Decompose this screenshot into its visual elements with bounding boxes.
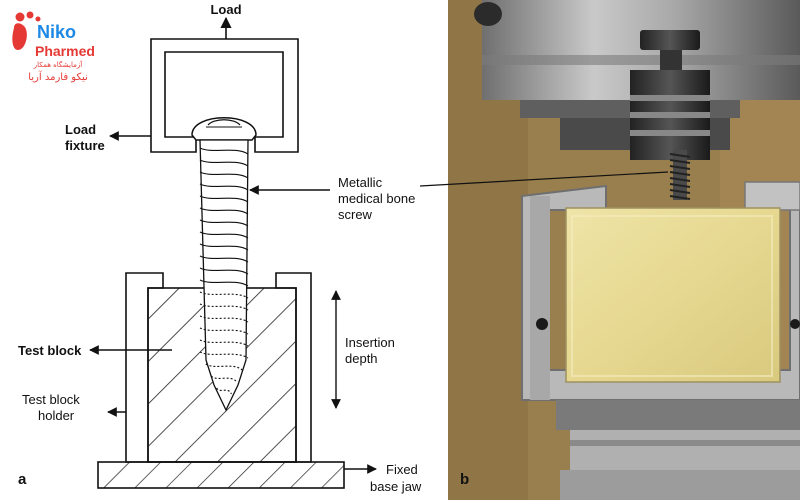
logo-drop-icon [12, 23, 27, 50]
photo-screw [669, 150, 691, 200]
label-load: Load [210, 2, 241, 17]
label-insertion-2: depth [345, 351, 378, 366]
logo-dot [35, 16, 41, 22]
panel-letter-b: b [460, 471, 469, 488]
logo-subtitle-main: نیکو فارمد آریا [28, 70, 88, 83]
photo-pointer-line [419, 171, 669, 187]
lower-base [556, 400, 800, 500]
company-logo: Niko Pharmed آزمایشگاه همکار نیکو فارمد … [12, 11, 95, 83]
label-base-2: base jaw [370, 479, 422, 494]
logo-brand-line2: Pharmed [35, 43, 95, 59]
label-load-fixture: Load [65, 122, 96, 137]
fixed-base-jaw [97, 461, 345, 489]
label-test-block: Test block [18, 343, 82, 358]
logo-dot [15, 12, 25, 22]
bone-block [565, 207, 781, 383]
label-holder-1: Test block [22, 392, 80, 407]
label-load-fixture-2: fixture [65, 138, 105, 153]
load-fixture [150, 38, 299, 153]
label-screw-1: Metallic [338, 175, 383, 190]
label-base-1: Fixed [386, 462, 418, 477]
logo-brand-line1: Niko [37, 22, 76, 42]
panel-letter-a: a [18, 471, 27, 488]
logo-subtitle-small: آزمایشگاه همکار [33, 60, 83, 69]
bone-screw [191, 117, 257, 412]
label-insertion-1: Insertion [345, 335, 395, 350]
logo-dot [26, 11, 34, 19]
upper-grip [474, 0, 800, 160]
label-holder-2: holder [38, 408, 75, 423]
label-screw-2: medical bone [338, 191, 415, 206]
photo-panel-b: b [419, 0, 800, 500]
diagram-panel-a: Load Load fixture Metallic medical bone [18, 2, 422, 494]
label-screw-3: screw [338, 207, 373, 222]
screw-threads [199, 147, 249, 395]
